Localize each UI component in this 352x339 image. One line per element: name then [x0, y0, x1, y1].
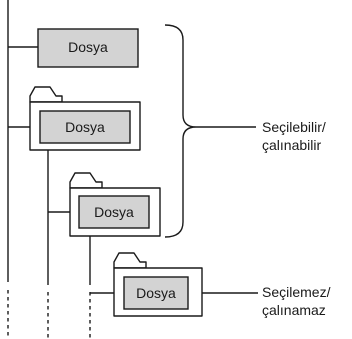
folder-icon — [29, 86, 63, 103]
unselectable-label-line-1: Seçilemez/ — [262, 284, 331, 300]
file-label-4: Dosya — [136, 285, 176, 301]
file-label-1: Dosya — [68, 39, 108, 55]
folder-icon — [69, 172, 103, 189]
file-box-1[interactable] — [37, 28, 139, 68]
unselectable-label-line-2: çalınamaz — [262, 302, 326, 318]
selectable-label-line-2: çalınabilir — [262, 137, 321, 153]
file-box-3[interactable] — [78, 195, 150, 229]
selectable-group-brace — [164, 24, 197, 238]
selectable-label-line-1: Seçilebilir/ — [262, 119, 326, 135]
file-box-4[interactable] — [123, 276, 189, 310]
file-label-3: Dosya — [94, 204, 134, 220]
folder-icon — [113, 252, 147, 269]
file-label-2: Dosya — [65, 119, 105, 135]
file-box-2[interactable] — [39, 110, 131, 144]
